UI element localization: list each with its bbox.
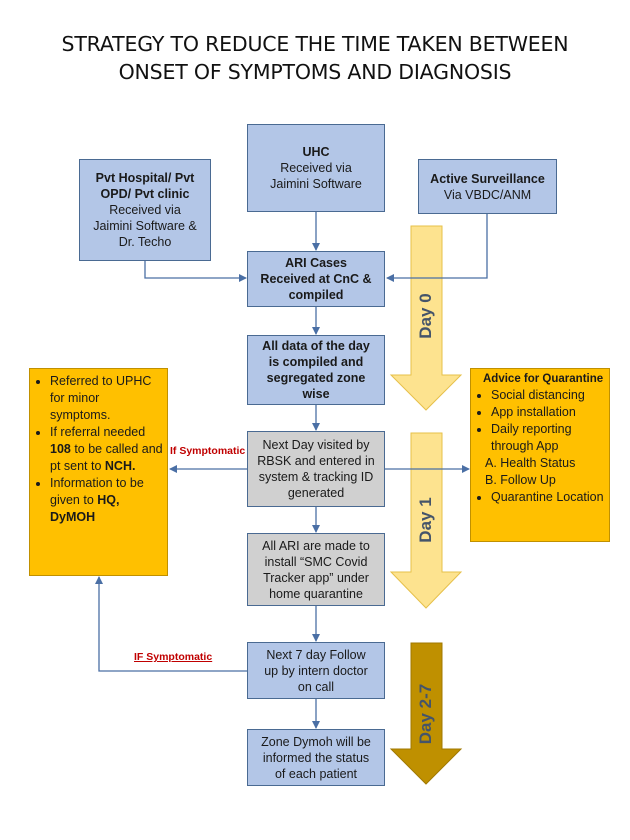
followup-line-2: up by intern doctor — [264, 663, 368, 678]
pvt-line-3: Dr. Techo — [118, 235, 172, 249]
zone-line-1: Zone Dymoh will be — [261, 734, 371, 749]
quarantine-sub-a: A. Health Status — [485, 456, 576, 470]
nextday-line-1: Next Day visited by — [262, 438, 370, 452]
ari-cases-box: ARI Cases Received at CnC & compiled — [247, 251, 385, 307]
day-2-7-arrow — [389, 642, 463, 785]
pvt-line-1: Received via — [109, 203, 181, 217]
nextday-line-3: system & tracking ID — [258, 470, 374, 484]
follow-up-box: Next 7 day Follow up by intern doctor on… — [247, 642, 385, 699]
title-line-2: ONSET OF SYMPTOMS AND DIAGNOSIS — [118, 60, 512, 84]
referral-item-2: If referral needed 108 to be called and … — [50, 424, 163, 475]
alldata-line-1: All data of the day — [262, 339, 370, 353]
quarantine-box: Advice for Quarantine Social distancing … — [470, 368, 610, 542]
referral-item-1: Referred to UPHC for minor symptoms. — [50, 373, 163, 424]
quarantine-sub-b: B. Follow Up — [485, 473, 556, 487]
quarantine-item-1: Social distancing — [491, 387, 605, 404]
install-line-4: home quarantine — [269, 586, 363, 601]
quarantine-item-3: Daily reporting through App — [491, 421, 605, 455]
referral-box: Referred to UPHC for minor symptoms. If … — [29, 368, 168, 576]
zone-line-2: informed the status — [262, 750, 370, 765]
followup-line-3: on call — [297, 679, 335, 694]
quarantine-head: Advice for Quarantine — [483, 373, 604, 385]
pvt-line-2: Jaimini Software & — [93, 219, 197, 233]
uhc-head: UHC — [302, 145, 330, 159]
zone-dymoh-box: Zone Dymoh will be informed the status o… — [247, 729, 385, 786]
alldata-line-4: wise — [302, 387, 330, 401]
uhc-line-1: Received via — [280, 161, 352, 175]
all-data-box: All data of the day is compiled and segr… — [247, 335, 385, 405]
ari-line-2: Received at CnC & — [260, 272, 372, 286]
active-surveillance-box: Active Surveillance Via VBDC/ANM — [418, 159, 557, 214]
install-line-2: install “SMC Covid — [264, 554, 368, 569]
ari-line-1: ARI Cases — [285, 256, 347, 270]
uhc-line-2: Jaimini Software — [270, 177, 362, 191]
followup-line-1: Next 7 day Follow — [266, 647, 366, 662]
if-symptomatic-label-2: IF Symptomatic — [134, 651, 213, 663]
ari-line-3: compiled — [288, 288, 344, 302]
active-head: Active Surveillance — [430, 171, 545, 186]
pvt-head-1: Pvt Hospital/ Pvt — [95, 171, 195, 185]
zone-line-3: of each patient — [274, 766, 357, 781]
nextday-line-4: generated — [287, 486, 345, 500]
alldata-line-2: is compiled and — [268, 355, 364, 369]
day-1-arrow — [389, 432, 463, 609]
next-day-box: Next Day visited by RBSK and entered in … — [247, 431, 385, 507]
install-line-1: All ARI are made to — [262, 538, 370, 553]
day-2-7-label: Day 2-7 — [416, 683, 435, 745]
quarantine-item-4: Quarantine Location — [491, 489, 605, 506]
title-line-1: STRATEGY TO REDUCE THE TIME TAKEN BETWEE… — [61, 32, 569, 56]
install-app-box: All ARI are made to install “SMC Covid T… — [247, 533, 385, 606]
pvt-head-2: OPD/ Pvt clinic — [100, 187, 190, 201]
day-0-label: Day 0 — [416, 293, 435, 339]
uhc-box: UHC Received via Jaimini Software — [247, 124, 385, 212]
alldata-line-3: segregated zone — [266, 371, 366, 385]
nextday-line-2: RBSK and entered in — [257, 454, 375, 468]
pvt-to-ari-connector — [144, 261, 247, 282]
if-symptomatic-label-1: If Symptomatic — [170, 445, 246, 457]
day-0-arrow — [389, 225, 463, 411]
pvt-hospital-box: Pvt Hospital/ Pvt OPD/ Pvt clinic Receiv… — [79, 159, 211, 261]
day-1-label: Day 1 — [416, 497, 435, 543]
active-to-ari-connector — [386, 214, 488, 282]
referral-item-3: Information to be given to HQ, DyMOH — [50, 475, 163, 526]
followup-to-referral-connector — [95, 576, 247, 672]
install-line-3: Tracker app” under — [263, 570, 369, 585]
quarantine-item-2: App installation — [491, 404, 605, 421]
active-line-1: Via VBDC/ANM — [443, 187, 532, 202]
